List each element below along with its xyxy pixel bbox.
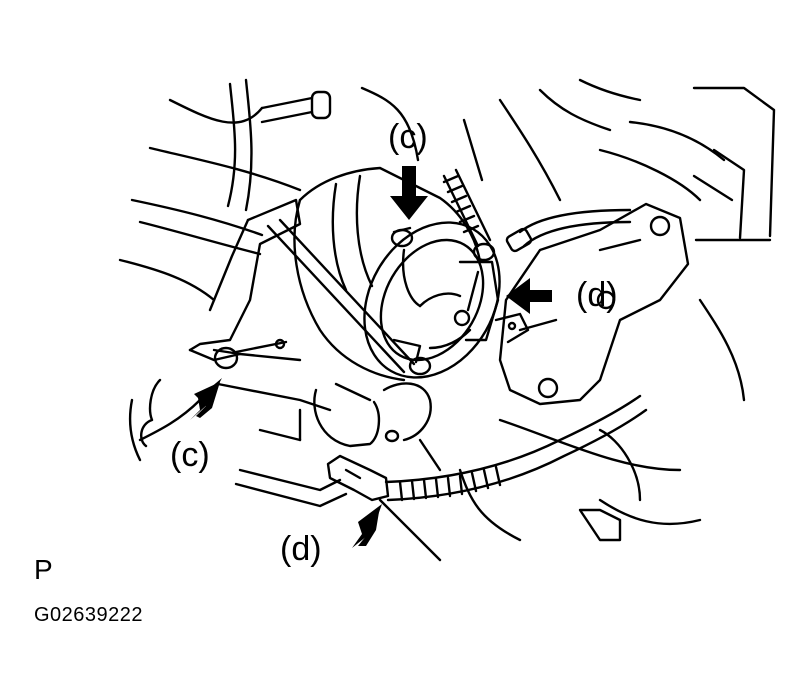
callout-c-left: (c) bbox=[170, 436, 210, 474]
view-letter: P bbox=[34, 554, 53, 585]
arrow-c-top bbox=[390, 166, 428, 220]
callout-c-top: (c) bbox=[388, 118, 428, 156]
arrow-d-bottom bbox=[352, 504, 382, 548]
background-linework bbox=[118, 78, 776, 562]
coiled-cable bbox=[442, 168, 632, 253]
arrow-d-right bbox=[506, 278, 552, 314]
connector-assembly bbox=[313, 382, 648, 502]
alternator bbox=[188, 166, 530, 382]
arrow-c-left bbox=[190, 378, 222, 420]
callout-d-bottom: (d) bbox=[280, 530, 322, 568]
figure-id: G02639222 bbox=[34, 604, 144, 626]
callout-d-right: (d) bbox=[576, 276, 618, 314]
